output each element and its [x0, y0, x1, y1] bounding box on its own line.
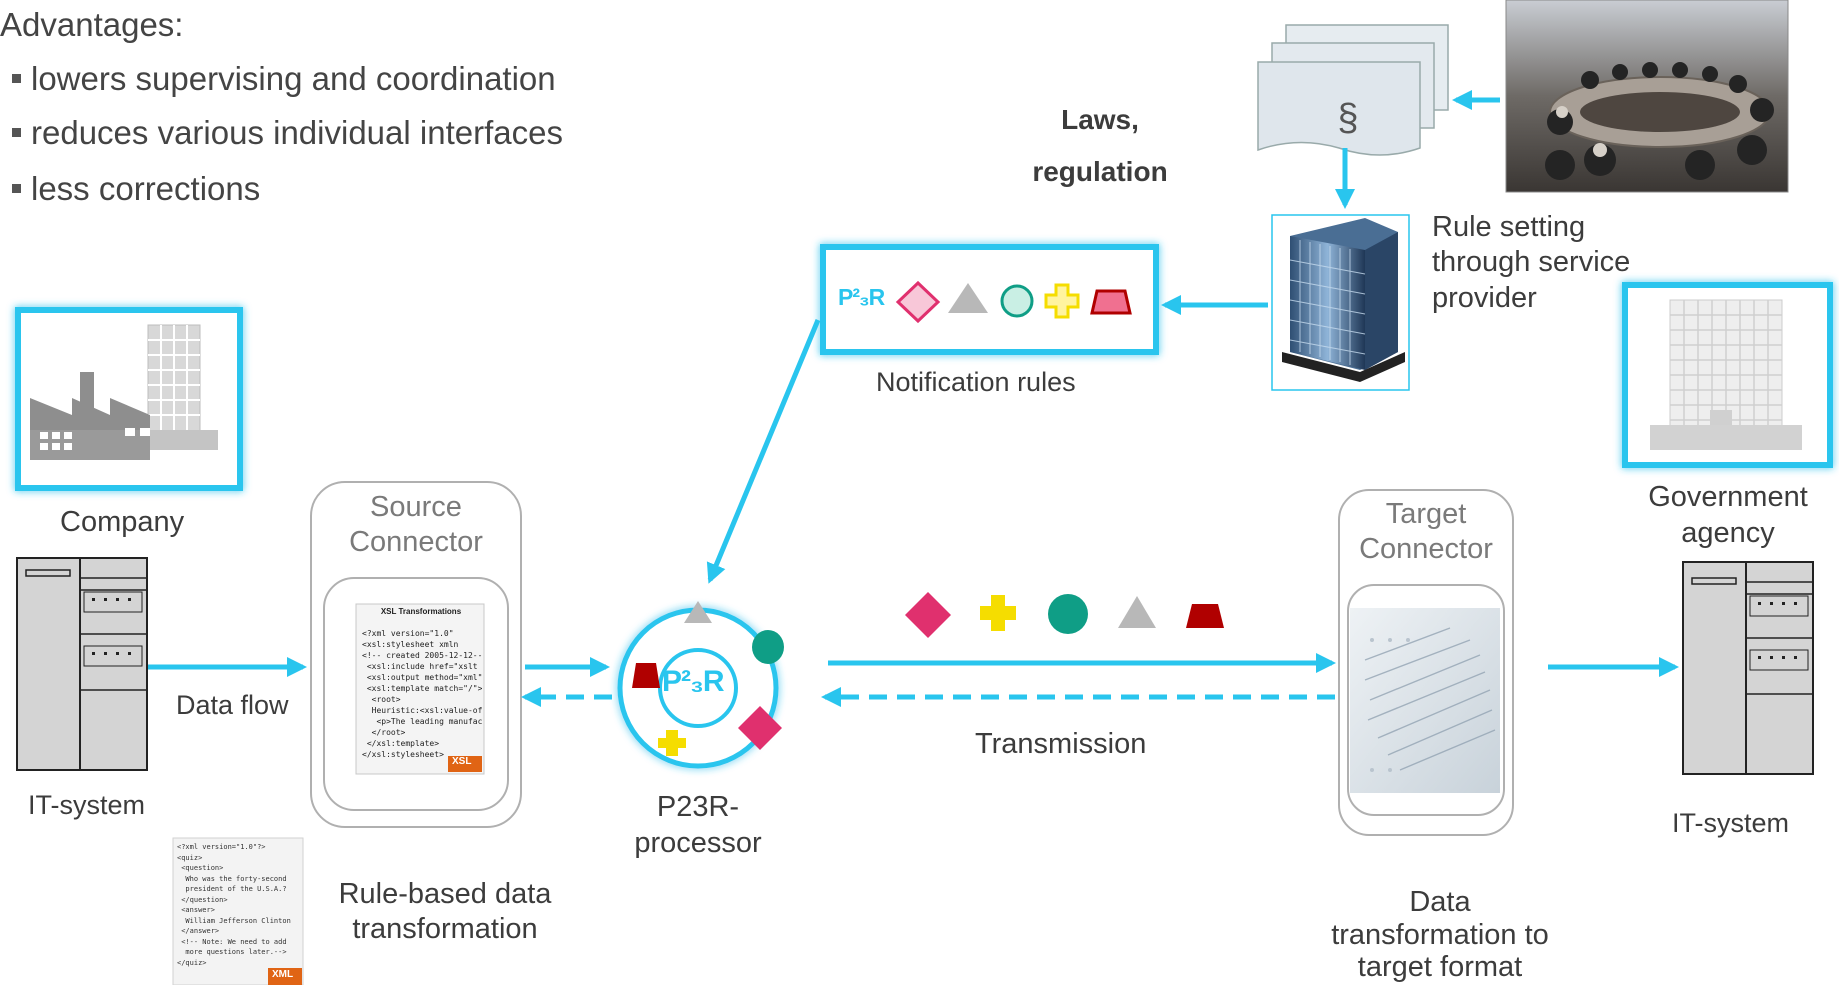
- xsl-doc-code: <?xml version="1.0" <xsl:stylesheet xmln <…: [362, 628, 482, 760]
- xsl-line: <p>The leading manufact: [362, 717, 482, 726]
- transmission-shapes: [905, 592, 1224, 638]
- laws-label: Laws,: [1061, 104, 1139, 135]
- xsl-line: <!-- created 2005-12-12-->: [362, 651, 482, 660]
- xml-line: </answer>: [177, 927, 220, 935]
- rule-setting-line1: Rule setting: [1432, 211, 1586, 243]
- xml-line: <quiz>: [177, 853, 203, 862]
- paragraph-symbol: §: [1337, 97, 1359, 139]
- xml-line: <?xml version="1.0"?>: [177, 843, 266, 851]
- xml-line: <question>: [177, 864, 224, 872]
- xml-document-icon: [172, 837, 304, 985]
- right-server-icon: [1682, 561, 1814, 775]
- it-system-right-label: IT-system: [1672, 808, 1790, 838]
- target-connector-line2: Connector: [1359, 533, 1493, 565]
- data-flow-label: Data flow: [176, 690, 289, 720]
- notification-rules-label: Notification rules: [876, 367, 1076, 397]
- p23r-processor-circle: [617, 601, 784, 769]
- government-line2: agency: [1681, 517, 1775, 549]
- xml-line: William Jefferson Clinton: [177, 916, 291, 925]
- processor-line1: P23R-: [656, 791, 740, 823]
- transmission-label: Transmission: [975, 728, 1147, 760]
- regulation-label: regulation: [1032, 156, 1168, 187]
- xsl-line: </xsl:template>: [362, 739, 440, 748]
- target-connector-line1: Target: [1385, 498, 1467, 530]
- xsl-line: </xsl:stylesheet>: [362, 750, 444, 759]
- p23r-logo-center: P²₃R: [662, 665, 725, 698]
- office-building-icon: [1271, 214, 1410, 391]
- left-server-icon: [16, 557, 148, 771]
- p23r-logo-small: P²₃R: [838, 284, 885, 310]
- source-connector-line2: Connector: [349, 526, 483, 558]
- xml-line: </question>: [177, 895, 228, 904]
- rule-setting-line3: provider: [1432, 282, 1537, 314]
- rule-setting-line2: through service: [1432, 246, 1631, 278]
- xml-line: Who was the forty-second: [177, 874, 287, 883]
- xsl-line: <xsl:include href="xslt: [362, 662, 478, 671]
- xsl-badge: XSL: [452, 756, 472, 767]
- data-transformation-line1: Data: [1409, 886, 1471, 918]
- xml-line: <answer>: [177, 906, 215, 914]
- government-box: [1622, 282, 1833, 468]
- xsl-line: Heuristic:<xsl:value-of: [362, 706, 482, 715]
- source-connector-line1: Source: [370, 491, 462, 523]
- xsl-line: <?xml version="1.0": [362, 629, 454, 638]
- xsl-doc-title: XSL Transformations: [380, 607, 462, 616]
- advantage-item-2: reduces various individual interfaces: [12, 114, 563, 152]
- flow-arrows: [148, 90, 1679, 707]
- rule-based-line1: Rule-based data: [338, 878, 552, 910]
- it-system-left-label: IT-system: [28, 790, 146, 820]
- xml-line: president of the U.S.A.?: [177, 885, 287, 893]
- xsl-line: <xsl:stylesheet xmln: [362, 640, 459, 649]
- xsl-line: </root>: [362, 728, 406, 737]
- government-line1: Government: [1648, 481, 1808, 513]
- xml-badge: XML: [272, 969, 294, 980]
- xsl-line: <xsl:output method="xml": [362, 673, 482, 682]
- xsl-line: <xsl:template match="/">: [362, 684, 482, 693]
- xsl-line: <root>: [362, 695, 401, 704]
- company-box: [15, 307, 243, 491]
- data-transformation-line3: target format: [1357, 951, 1523, 983]
- data-transformation-line2: transformation to: [1331, 919, 1549, 951]
- notification-rules-box: [820, 244, 1159, 355]
- advantage-item-3: less corrections: [12, 170, 260, 208]
- laws-document-stack: [1257, 24, 1449, 156]
- factory-icon: [30, 372, 218, 460]
- rule-based-line2: transformation: [352, 913, 538, 945]
- xml-line: <!-- Note: We need to add: [177, 937, 287, 946]
- company-label: Company: [60, 506, 185, 538]
- processor-line2: processor: [634, 827, 762, 859]
- xml-doc-code: <?xml version="1.0"?> <quiz> <question> W…: [177, 842, 301, 968]
- advantages-heading: Advantages:: [0, 6, 184, 43]
- target-connector-box: [1338, 489, 1514, 836]
- xml-line: more questions later.-->: [177, 948, 287, 956]
- source-connector-box: [310, 481, 522, 828]
- advantage-item-1: lowers supervising and coordination: [12, 60, 556, 98]
- xml-line: </quiz>: [177, 958, 207, 967]
- meeting-photo: [1505, 0, 1789, 193]
